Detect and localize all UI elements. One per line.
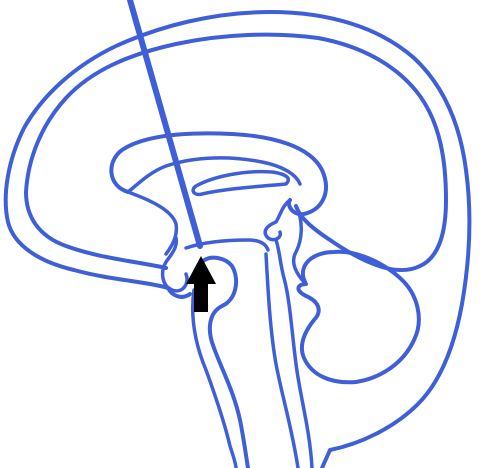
brainstem-left-inner bbox=[193, 290, 236, 468]
hypothalamus-contour bbox=[163, 238, 187, 291]
fornix-squiggle bbox=[128, 192, 176, 254]
lateral-ventricle-slit bbox=[193, 172, 288, 195]
pointer-arrow bbox=[186, 256, 216, 312]
corpus-callosum-inner bbox=[128, 158, 300, 192]
brainstem-aqueduct bbox=[266, 254, 298, 468]
cortex-inner-contour bbox=[26, 35, 446, 270]
brainstem-left bbox=[202, 258, 248, 468]
brainstem-right bbox=[276, 240, 312, 468]
midbrain-squiggle bbox=[265, 200, 290, 240]
